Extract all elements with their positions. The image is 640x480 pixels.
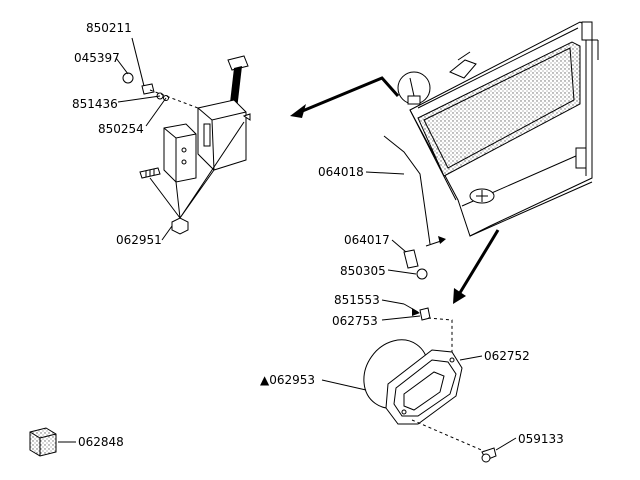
nut (416, 268, 428, 280)
handle-assembly (363, 317, 487, 453)
label-062951: 062951 (116, 233, 162, 247)
label-064017: 064017 (344, 233, 390, 247)
window-glass (417, 41, 581, 177)
clip (403, 249, 419, 269)
label-064018: 064018 (318, 165, 364, 179)
label-059133: 059133 (518, 432, 564, 446)
label-850305: 850305 (340, 264, 386, 278)
detail-magnifier (397, 71, 431, 105)
leader-lines (58, 37, 517, 451)
label-850254: 850254 (98, 122, 144, 136)
label-062752: 062752 (484, 349, 530, 363)
spare-part-cube (29, 427, 57, 457)
label-062848: 062848 (78, 435, 124, 449)
callout-arrow-latch (299, 76, 400, 114)
rod (383, 135, 431, 245)
latch-assembly (122, 55, 251, 235)
bezel-screw (481, 447, 497, 463)
tailgate-panel (409, 21, 599, 237)
label-851553: 851553 (334, 293, 380, 307)
label-850211: 850211 (86, 21, 132, 35)
callout-arrow-handle (456, 229, 500, 297)
label-045397: 045397 (74, 51, 120, 65)
label-062753: 062753 (332, 314, 378, 328)
label-851436: 851436 (72, 97, 118, 111)
label-062953: ▲062953 (260, 373, 315, 387)
